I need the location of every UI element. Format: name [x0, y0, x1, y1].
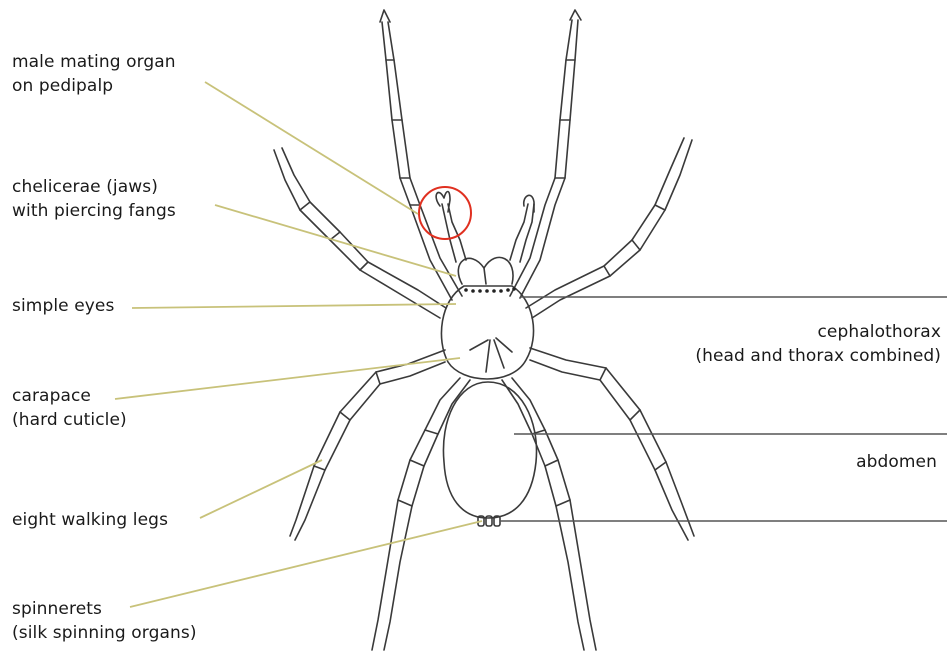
leg-right-1	[510, 10, 581, 298]
chelicerae	[458, 257, 513, 284]
carapace	[441, 286, 533, 379]
pedipalp-right	[510, 195, 534, 262]
leg-right-2	[526, 138, 692, 318]
leg-left-4	[372, 378, 470, 650]
leg-right-4	[502, 378, 596, 650]
pedipalp-left	[436, 192, 466, 263]
label-simple-eyes: simple eyes	[12, 294, 114, 318]
label-male-mating-organ: male mating organ on pedipalp	[12, 50, 176, 98]
leg-right-3	[530, 348, 694, 540]
label-abdomen: abdomen	[856, 450, 937, 474]
label-cephalothorax: cephalothorax (head and thorax combined)	[695, 320, 941, 368]
leg-left-3	[290, 350, 445, 540]
simple-eyes	[464, 287, 516, 293]
label-carapace: carapace (hard cuticle)	[12, 384, 127, 432]
leader-lines-left	[115, 82, 482, 607]
label-eight-walking-legs: eight walking legs	[12, 508, 168, 532]
abdomen-body	[443, 382, 536, 518]
label-chelicerae: chelicerae (jaws) with piercing fangs	[12, 175, 176, 223]
label-spinnerets: spinnerets (silk spinning organs)	[12, 597, 197, 645]
